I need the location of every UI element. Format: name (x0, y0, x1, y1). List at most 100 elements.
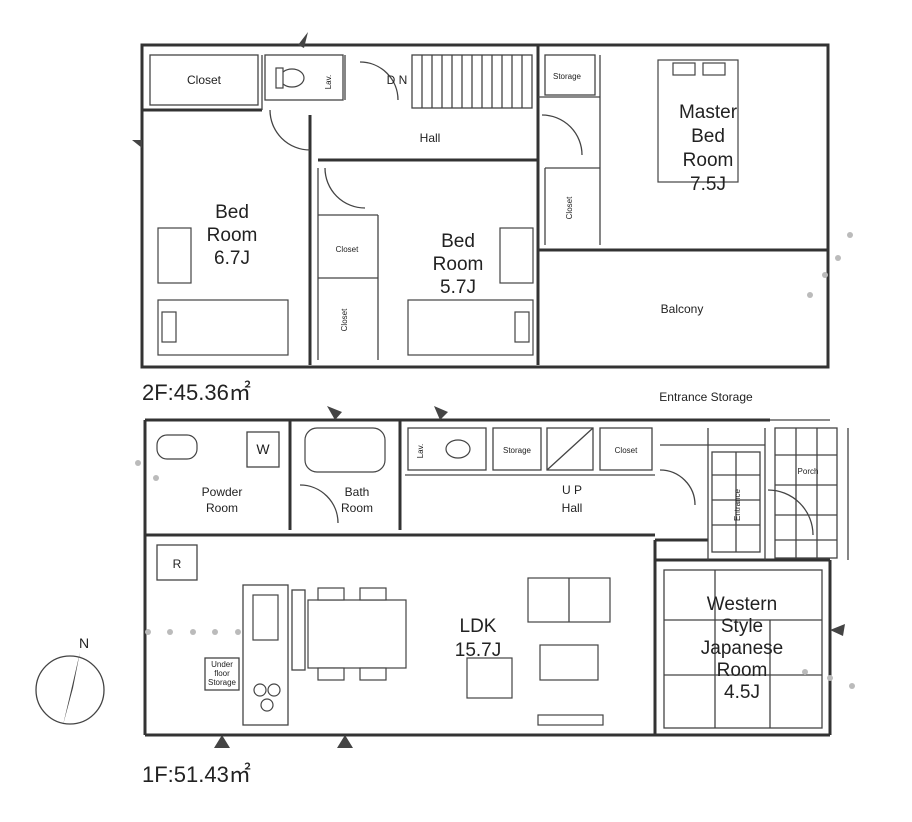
chair-icon (317, 667, 345, 681)
bed-icon (407, 299, 534, 356)
door-swing (541, 114, 583, 156)
lav-box (264, 54, 344, 101)
room-label: Room (433, 254, 484, 275)
first-floor-plan: W Powder Room Bath Room Lav. Storage Clo… (135, 390, 855, 748)
toilet-tank-icon (275, 67, 284, 89)
room-label: 15.7J (455, 640, 501, 661)
stove-burner-icon (267, 683, 281, 697)
toilet-icon (279, 68, 305, 88)
storage-box (492, 427, 542, 471)
room-label: R (173, 557, 182, 571)
chair-icon (359, 667, 387, 681)
desk-icon (157, 227, 192, 284)
room-label: Closet (336, 245, 359, 254)
room-label: Room (207, 225, 258, 246)
room-label: Bed (215, 202, 249, 223)
compass: N (35, 635, 105, 725)
room-label: 4.5J (724, 682, 760, 703)
room-label: Room (717, 660, 768, 681)
arrow-icon (298, 32, 308, 48)
room-label: 7.5J (690, 174, 726, 195)
arrow-icon (132, 140, 142, 148)
arrow-icon (327, 406, 342, 420)
room-label: Room (206, 501, 238, 515)
second-floor-area: 2F:45.36㎡ (142, 380, 251, 405)
room-label: Lav. (416, 444, 425, 459)
room-label: Storage (553, 72, 582, 81)
room-label: floor (214, 669, 230, 678)
first-floor-area: 1F:51.43㎡ (142, 762, 251, 787)
armchair-icon (466, 657, 513, 699)
room-label: 5.7J (440, 277, 476, 298)
room-label: Western (707, 594, 777, 615)
room-label: LDK (460, 616, 497, 637)
room-label: Closet (615, 446, 638, 455)
room-label: Room (341, 501, 373, 515)
room-label: Porch (798, 467, 819, 476)
room-label: Bath (345, 485, 370, 499)
kitchen-sink-icon (252, 594, 279, 641)
pillow-icon (161, 311, 177, 343)
second-floor-plan: Closet Lav. D N Storage Hall Master Bed … (132, 32, 853, 369)
door-swing (359, 61, 399, 101)
door-swing (299, 484, 339, 524)
washer-label: W (256, 441, 270, 457)
room-label: U P (562, 483, 582, 497)
second-floor-outline (140, 43, 830, 369)
room-label: Balcony (661, 302, 704, 316)
underfloor-storage-box (204, 657, 240, 691)
tatami-mats (663, 569, 823, 729)
room-label: Lav. (324, 75, 333, 90)
room-label: Closet (565, 196, 574, 219)
sink-icon (156, 434, 198, 460)
room-label: 6.7J (214, 248, 250, 269)
room-label: Storage (208, 678, 237, 687)
room-label: Style (721, 616, 763, 637)
chair-icon (359, 587, 387, 601)
counter-edge (291, 589, 306, 671)
door-swing (324, 167, 366, 209)
door-swing (767, 489, 814, 536)
north-arrow-icon (63, 652, 80, 725)
room-label: Hall (562, 501, 583, 515)
room-label: Closet (340, 308, 349, 331)
stove-burner-icon (253, 683, 267, 697)
pillow-icon (672, 62, 696, 76)
room-label: Under (211, 660, 233, 669)
door-swing (269, 109, 311, 151)
room-label: Master (679, 102, 738, 123)
entrance-storage-label: Entrance Storage (659, 390, 753, 404)
room-label: Powder (202, 485, 243, 499)
closet-box (149, 54, 259, 106)
desk-icon (499, 227, 534, 284)
stove-burner-icon (260, 698, 274, 712)
storage-box (544, 54, 596, 96)
bed-icon (657, 59, 739, 183)
room-label: Room (683, 150, 734, 171)
kitchen-counter (242, 584, 289, 726)
room-label: Japanese (701, 638, 783, 659)
staircase-icon (546, 427, 594, 471)
dining-table-icon (307, 599, 407, 669)
compass-ring (35, 655, 105, 725)
porch-tiles (774, 427, 838, 559)
lav-box (407, 427, 487, 471)
arrow-icon (337, 735, 353, 748)
room-label: Bed (441, 231, 475, 252)
washer-box (246, 431, 280, 468)
arrow-icon (214, 735, 230, 748)
arrow-icon (434, 406, 448, 420)
arrow-icon (830, 624, 845, 636)
closet-box (599, 427, 653, 471)
tv-board-icon (537, 714, 604, 726)
room-label: Closet (187, 73, 222, 87)
room-label: Hall (420, 131, 441, 145)
door-swing (659, 469, 696, 506)
bed-icon (157, 299, 289, 356)
compass-north-label: N (79, 635, 89, 651)
pillow-icon (702, 62, 726, 76)
coffee-table-icon (539, 644, 599, 681)
toilet-icon (445, 439, 471, 459)
fridge-box (156, 544, 198, 581)
